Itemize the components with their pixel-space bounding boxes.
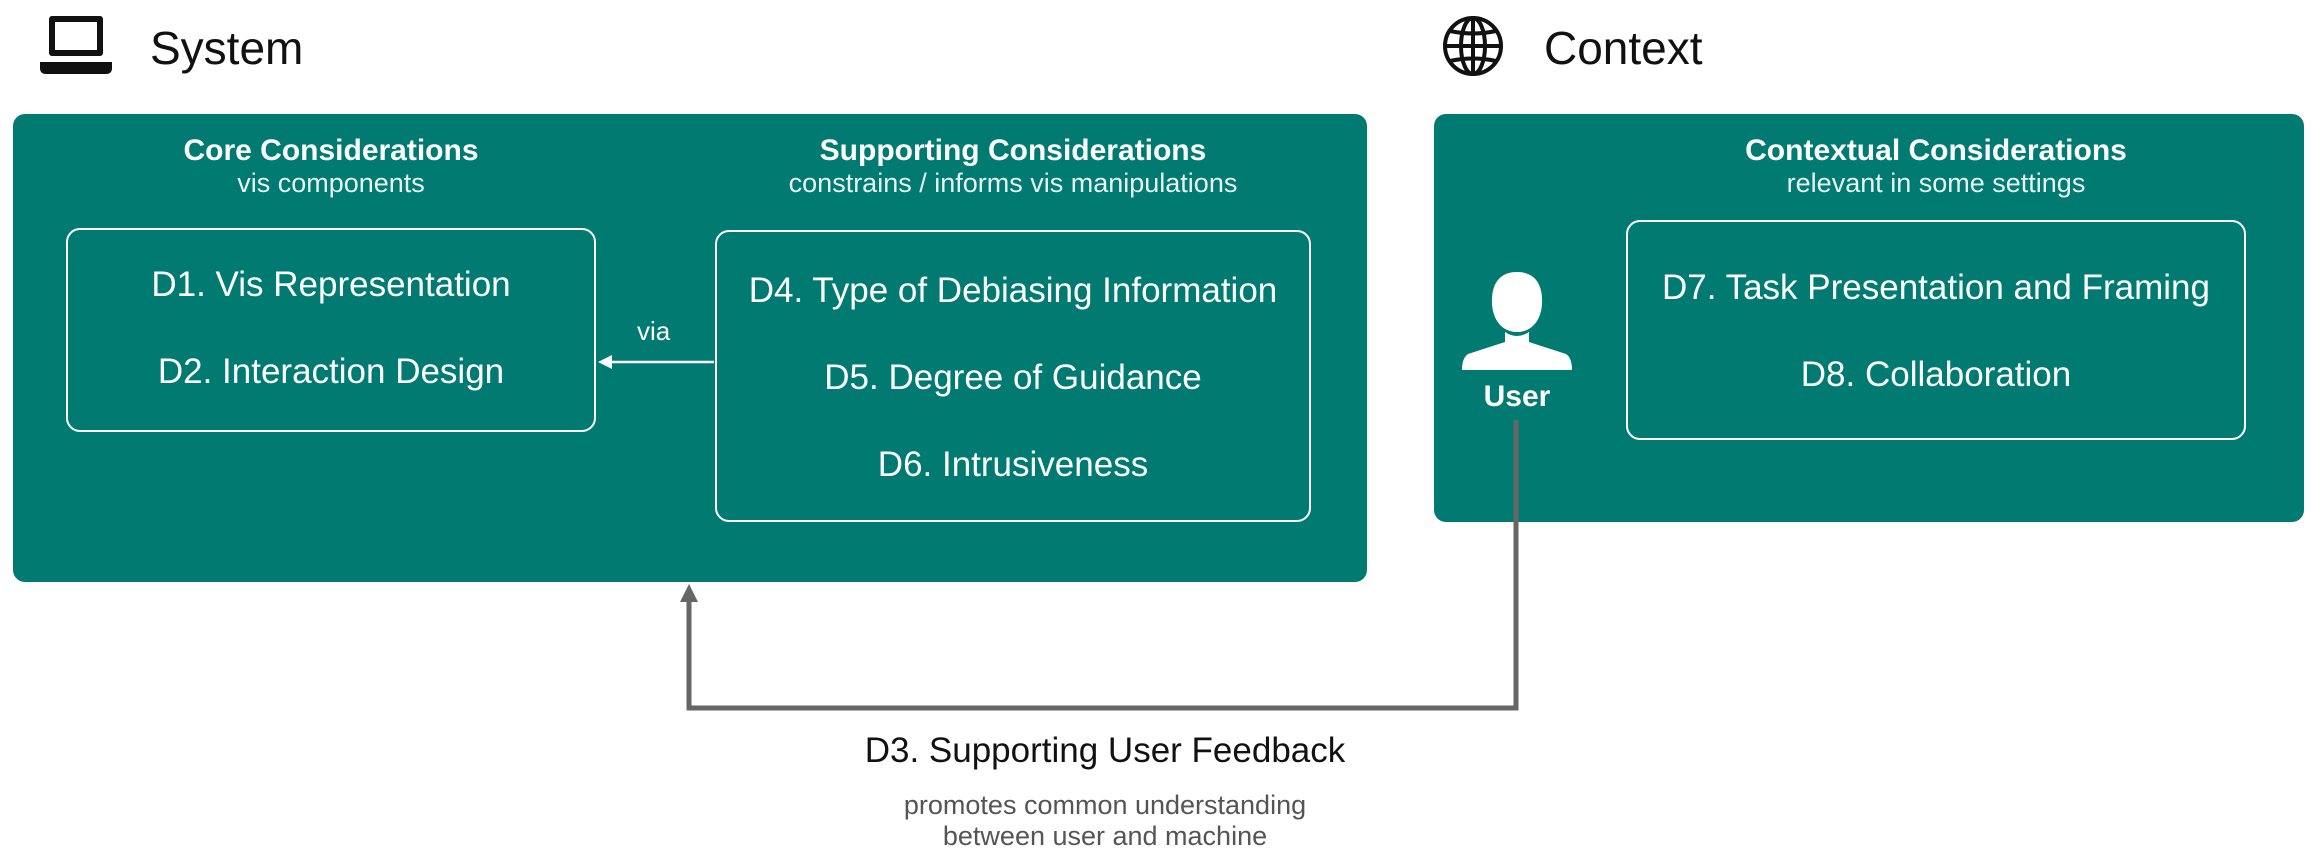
context-panel — [1434, 114, 2304, 522]
feedback-title: D3. Supporting User Feedback — [864, 731, 1346, 770]
system-title: System — [150, 22, 304, 74]
feedback-description-line-2: between user and machine — [942, 821, 1268, 852]
design-item-d4: D4. Type of Debiasing Information — [748, 271, 1278, 310]
design-item-d2: D2. Interaction Design — [157, 352, 505, 391]
supporting-considerations-subtitle: constrains / informs vis manipulations — [788, 168, 1238, 198]
design-item-d1: D1. Vis Representation — [151, 265, 511, 304]
via-label: via — [637, 316, 671, 346]
laptop-icon — [40, 16, 112, 74]
supporting-considerations-title: Supporting Considerations — [819, 134, 1207, 167]
design-item-d7: D7. Task Presentation and Framing — [1662, 268, 2210, 307]
design-item-d5: D5. Degree of Guidance — [824, 358, 1202, 397]
feedback-description: promotes common understanding between us… — [800, 790, 1410, 852]
supporting-considerations-box: D4. Type of Debiasing Information D5. De… — [715, 230, 1311, 522]
core-considerations-box: D1. Vis Representation D2. Interaction D… — [66, 228, 596, 432]
core-considerations-subtitle: vis components — [237, 168, 425, 198]
context-title: Context — [1544, 22, 1703, 74]
design-item-d6: D6. Intrusiveness — [877, 445, 1149, 484]
design-item-d8: D8. Collaboration — [1800, 355, 2072, 394]
user-icon — [1462, 272, 1572, 370]
user-label: User — [1483, 380, 1551, 413]
globe-icon — [1443, 16, 1503, 76]
contextual-considerations-subtitle: relevant in some settings — [1786, 168, 2086, 198]
feedback-description-line-1: promotes common understanding — [903, 790, 1307, 820]
contextual-considerations-box: D7. Task Presentation and Framing D8. Co… — [1626, 220, 2246, 440]
contextual-considerations-title: Contextual Considerations — [1745, 134, 2127, 167]
core-considerations-title: Core Considerations — [183, 134, 479, 167]
